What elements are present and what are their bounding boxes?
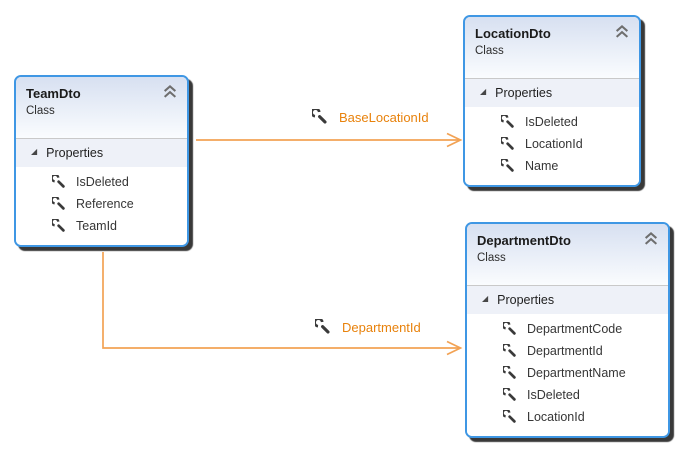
properties-list: IsDeleted LocationId Name <box>465 107 639 185</box>
class-title: DepartmentDto <box>477 233 571 248</box>
arrowhead-icon <box>446 132 463 148</box>
triangle-expander-icon[interactable]: ◢ <box>482 294 489 303</box>
triangle-expander-icon[interactable]: ◢ <box>480 87 487 96</box>
class-stereotype: Class <box>26 105 55 117</box>
class-node-locationdto[interactable]: LocationDto Class ◢ Properties IsDeleted <box>463 15 641 187</box>
wrench-icon <box>501 320 517 336</box>
class-stereotype: Class <box>477 252 506 264</box>
association-line-departmentid[interactable] <box>102 252 463 356</box>
property-row[interactable]: IsDeleted <box>467 384 668 406</box>
class-header: TeamDto Class <box>16 77 187 139</box>
properties-section-header[interactable]: ◢ Properties <box>467 286 668 314</box>
chevron-up-double-icon[interactable] <box>613 24 631 39</box>
property-label: IsDeleted <box>527 388 580 402</box>
wrench-icon <box>499 157 515 173</box>
section-label: Properties <box>495 86 553 100</box>
property-row[interactable]: IsDeleted <box>465 111 639 133</box>
chevron-up-double-icon[interactable] <box>642 231 660 246</box>
wrench-icon <box>501 408 517 424</box>
property-label: DepartmentName <box>527 366 626 380</box>
class-header: DepartmentDto Class <box>467 224 668 286</box>
property-label: IsDeleted <box>76 175 129 189</box>
property-label: LocationId <box>525 137 583 151</box>
chevron-up-double-icon[interactable] <box>161 84 179 99</box>
association-label-baselocationid[interactable]: BaseLocationId <box>310 107 429 125</box>
wrench-icon <box>50 195 66 211</box>
properties-list: DepartmentCode DepartmentId DepartmentNa… <box>467 314 668 436</box>
arrowhead-icon <box>446 340 463 356</box>
association-label-text: BaseLocationId <box>339 109 429 125</box>
class-stereotype: Class <box>475 45 504 57</box>
properties-section-header[interactable]: ◢ Properties <box>16 139 187 167</box>
property-label: LocationId <box>527 410 585 424</box>
association-label-text: DepartmentId <box>342 319 421 335</box>
class-title: TeamDto <box>26 86 81 101</box>
section-label: Properties <box>46 146 104 160</box>
property-label: Reference <box>76 197 134 211</box>
wrench-icon <box>501 386 517 402</box>
association-label-departmentid[interactable]: DepartmentId <box>313 317 421 335</box>
property-row[interactable]: LocationId <box>467 406 668 428</box>
wrench-icon <box>310 107 328 125</box>
properties-list: IsDeleted Reference TeamId <box>16 167 187 245</box>
wrench-icon <box>50 173 66 189</box>
properties-section-header[interactable]: ◢ Properties <box>465 79 639 107</box>
property-label: TeamId <box>76 219 117 233</box>
class-title: LocationDto <box>475 26 551 41</box>
class-node-teamdto[interactable]: TeamDto Class ◢ Properties IsDeleted <box>14 75 189 247</box>
property-row[interactable]: Reference <box>16 193 187 215</box>
section-label: Properties <box>497 293 555 307</box>
wrench-icon <box>499 113 515 129</box>
triangle-expander-icon[interactable]: ◢ <box>31 147 38 156</box>
property-row[interactable]: DepartmentCode <box>467 318 668 340</box>
property-row[interactable]: DepartmentId <box>467 340 668 362</box>
association-line-baselocationid[interactable] <box>196 132 463 148</box>
property-label: Name <box>525 159 559 173</box>
class-header: LocationDto Class <box>465 17 639 79</box>
property-label: IsDeleted <box>525 115 578 129</box>
property-row[interactable]: IsDeleted <box>16 171 187 193</box>
wrench-icon <box>501 364 517 380</box>
property-row[interactable]: DepartmentName <box>467 362 668 384</box>
wrench-icon <box>501 342 517 358</box>
class-node-departmentdto[interactable]: DepartmentDto Class ◢ Properties Departm… <box>465 222 670 438</box>
property-row[interactable]: TeamId <box>16 215 187 237</box>
wrench-icon <box>499 135 515 151</box>
property-label: DepartmentCode <box>527 322 623 336</box>
wrench-icon <box>50 217 66 233</box>
property-label: DepartmentId <box>527 344 603 358</box>
property-row[interactable]: LocationId <box>465 133 639 155</box>
wrench-icon <box>313 317 331 335</box>
property-row[interactable]: Name <box>465 155 639 177</box>
